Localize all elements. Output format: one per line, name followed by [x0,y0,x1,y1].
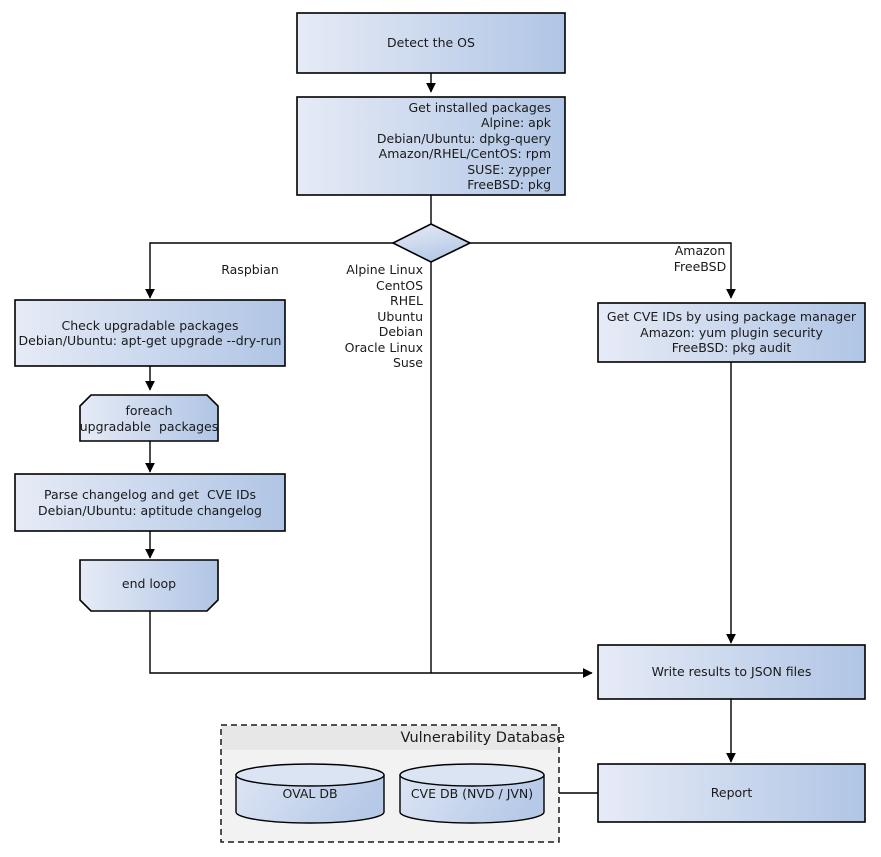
node-end-loop-shape[interactable] [79,559,219,612]
database-label-oval: OVAL DB [282,786,338,801]
node-report-shape[interactable] [597,763,866,823]
connector-endloop-to-write [149,611,593,678]
database-cylinder-oval[interactable] [235,763,385,824]
connector-decision-right [470,242,736,299]
database-cylinder-cve[interactable] [399,763,545,824]
branch-label-middle-os-list: Alpine Linux CentOS RHEL Ubuntu Debian O… [344,262,423,370]
node-parse-changelog-shape[interactable] [14,473,286,532]
node-foreach-shape[interactable] [79,394,219,442]
branch-label-raspbian: Raspbian [221,262,279,277]
database-label-cve: CVE DB (NVD / JVN) [410,786,534,801]
node-get-installed-packages-shape[interactable] [296,96,566,196]
connector-decision-left [145,242,393,299]
node-write-results-shape[interactable] [597,644,866,700]
vulnerability-database-group-header [222,726,558,750]
node-get-cve-ids-shape[interactable] [597,302,866,363]
node-os-decision-shape[interactable] [391,223,472,263]
vulnerability-database-title: Vulnerability Database [400,730,565,746]
node-detect-os-shape[interactable] [296,12,566,74]
branch-label-amazon-freebsd: Amazon FreeBSD [673,243,727,274]
node-check-upgradable-shape[interactable] [14,299,286,367]
